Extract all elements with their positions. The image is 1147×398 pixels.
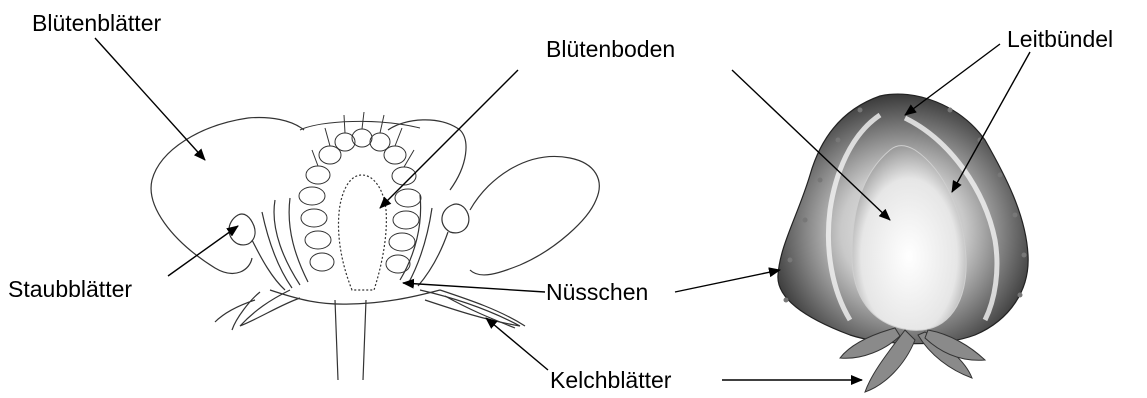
label-sepals: Kelchblätter [550,369,671,392]
strawberry-drawing [778,94,1028,392]
arrow-receptacle-flower [380,70,518,208]
arrow-vascular-1 [905,44,1000,115]
flower-drawing [151,112,599,380]
flower-sepal-right [420,290,520,326]
arrow-petals [95,38,205,160]
label-receptacle: Blütenboden [546,38,675,61]
flower-petal-left [151,118,252,273]
label-petals: Blütenblätter [32,12,161,35]
label-achenes: Nüsschen [546,281,648,304]
flower-petal-right [388,120,466,190]
arrow-achenes-strawberry [675,270,780,292]
label-stamens: Staubblätter [8,278,132,301]
arrow-stamens [168,226,238,276]
flower-stem [335,300,366,380]
flower-receptacle [339,175,387,290]
flower-sepal-left [240,290,300,326]
label-vascular-bundles: Leitbündel [1007,28,1113,51]
